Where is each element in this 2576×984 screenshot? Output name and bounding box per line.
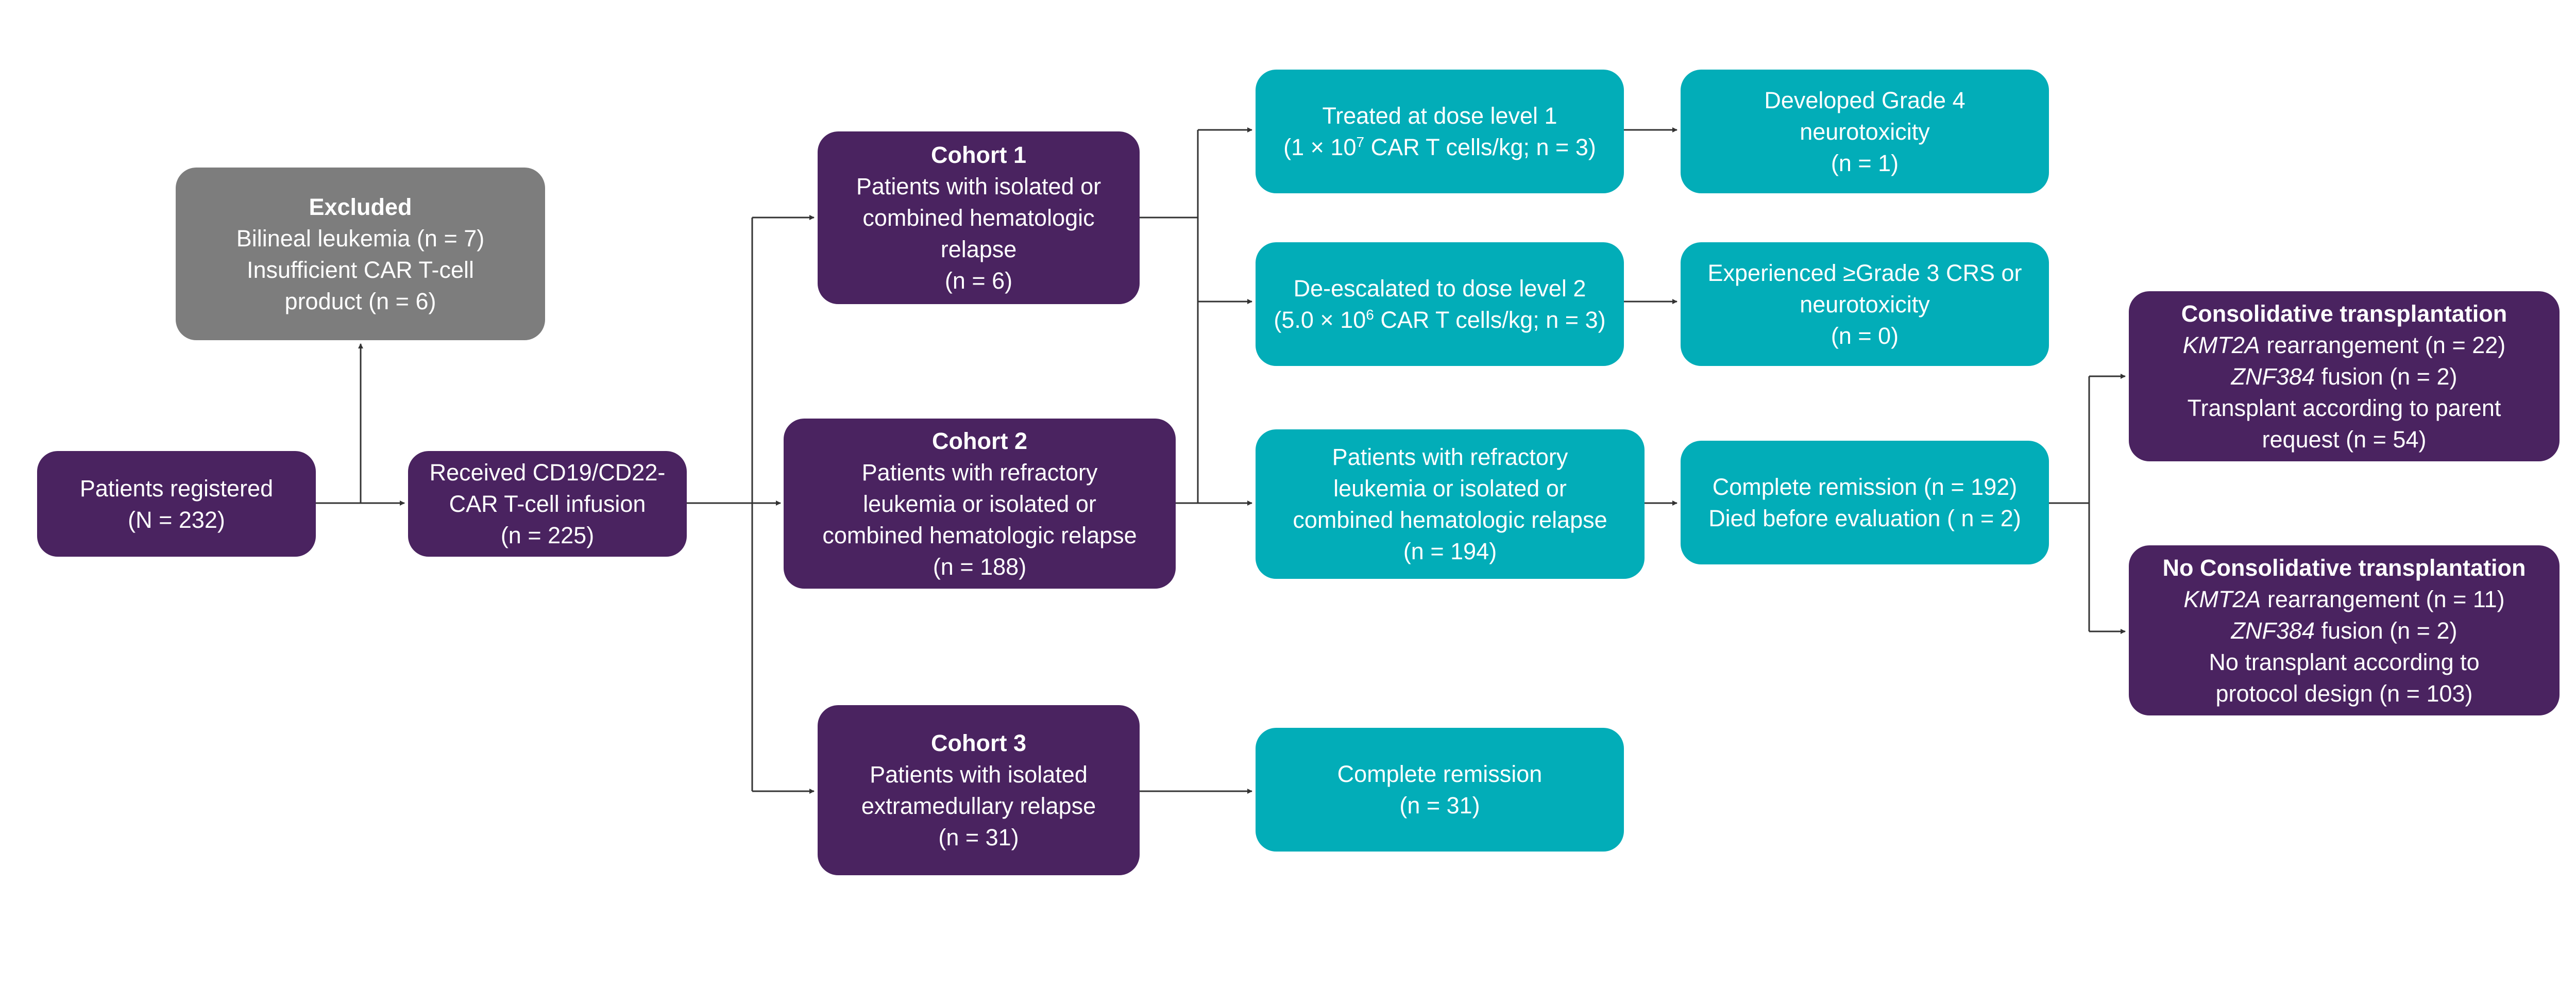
node-patients-registered: Patients registered (N = 232) <box>37 451 316 557</box>
node-cohort-1: Cohort 1 Patients with isolated or combi… <box>818 131 1140 304</box>
gene-detail: rearrangement (n = 22) <box>2260 331 2506 358</box>
node-text: Patients registered <box>79 475 274 502</box>
node-cohort-2: Cohort 2 Patients with refractory leukem… <box>784 419 1176 589</box>
node-text-znf384: ZNF384 fusion (n = 2) <box>2231 361 2458 392</box>
node-text: Insufficient CAR T-cell <box>246 256 474 283</box>
node-text-kmt2a: KMT2A rearrangement (n = 22) <box>2183 329 2506 361</box>
node-text-dose: (1 × 107 CAR T cells/kg; n = 3) <box>1283 131 1596 163</box>
node-dose-level-1: Treated at dose level 1 (1 × 107 CAR T c… <box>1256 70 1624 193</box>
node-title: Cohort 2 <box>932 427 1027 454</box>
node-car-t-infusion: Received CD19/CD22- CAR T-cell infusion … <box>408 451 687 557</box>
node-text: combined hematologic relapse <box>1293 507 1607 533</box>
dose-prefix: (1 × 10 <box>1283 134 1357 160</box>
node-text: neurotoxicity <box>1800 118 1930 145</box>
node-text: neurotoxicity <box>1800 291 1930 318</box>
node-cohort-3: Cohort 3 Patients with isolated extramed… <box>818 705 1140 875</box>
node-text: (n = 6) <box>944 268 1013 294</box>
node-text: Experienced ≥Grade 3 CRS or <box>1707 259 2022 286</box>
node-title: Cohort 1 <box>931 142 1026 168</box>
dose-suffix: CAR T cells/kg; n = 3) <box>1374 307 1606 333</box>
node-text: No transplant according to <box>2209 648 2480 675</box>
node-dose-level-2: De-escalated to dose level 2 (5.0 × 106 … <box>1256 242 1624 366</box>
gene-name: ZNF384 <box>2231 363 2315 390</box>
dose-suffix: CAR T cells/kg; n = 3) <box>1364 134 1596 160</box>
node-text: Complete remission <box>1337 761 1543 787</box>
node-text: CAR T-cell infusion <box>449 491 646 517</box>
gene-detail: fusion (n = 2) <box>2315 617 2458 644</box>
node-text: Transplant according to parent <box>2187 394 2501 421</box>
node-no-consolidative-transplantation: No Consolidative transplantation KMT2A r… <box>2129 545 2560 715</box>
node-text: De-escalated to dose level 2 <box>1293 275 1586 302</box>
node-complete-remission-31: Complete remission (n = 31) <box>1256 728 1624 852</box>
node-complete-remission-192: Complete remission (n = 192) Died before… <box>1681 441 2049 564</box>
node-text: leukemia or isolated or <box>863 490 1096 517</box>
node-text: (n = 1) <box>1831 149 1899 176</box>
node-text: leukemia or isolated or <box>1333 475 1567 502</box>
node-text: (N = 232) <box>128 506 225 533</box>
node-text: extramedullary relapse <box>861 793 1096 819</box>
dose-prefix: (5.0 × 10 <box>1274 307 1366 333</box>
node-text: (n = 31) <box>1399 792 1480 819</box>
node-text: (n = 0) <box>1831 322 1899 349</box>
node-text: Received CD19/CD22- <box>429 459 666 486</box>
node-text: Patients with refractory <box>1332 444 1568 470</box>
gene-detail: rearrangement (n = 11) <box>2261 586 2505 612</box>
node-text: request (n = 54) <box>2262 426 2427 453</box>
node-consolidative-transplantation: Consolidative transplantation KMT2A rear… <box>2129 291 2560 461</box>
dose-exponent: 7 <box>1356 134 1365 150</box>
node-grade4-neurotoxicity: Developed Grade 4 neurotoxicity (n = 1) <box>1681 70 2049 193</box>
node-text: (n = 188) <box>933 553 1027 580</box>
node-text: (n = 225) <box>500 522 595 548</box>
node-title: Consolidative transplantation <box>2181 300 2507 327</box>
node-text: relapse <box>940 236 1017 262</box>
gene-name: ZNF384 <box>2231 617 2315 644</box>
node-text: Bilineal leukemia (n = 7) <box>236 225 485 252</box>
gene-name: KMT2A <box>2182 331 2260 358</box>
node-text: Treated at dose level 1 <box>1322 103 1557 129</box>
node-text: protocol design (n = 103) <box>2215 680 2473 707</box>
node-text: Died before evaluation ( n = 2) <box>1708 505 2021 531</box>
node-text: Patients with refractory <box>861 459 1098 486</box>
node-text: combined hematologic <box>862 205 1095 231</box>
node-text: Developed Grade 4 <box>1764 87 1965 113</box>
node-title: Cohort 3 <box>931 730 1026 756</box>
gene-name: KMT2A <box>2183 586 2261 612</box>
node-text-kmt2a: KMT2A rearrangement (n = 11) <box>2183 583 2504 615</box>
node-text: Patients with isolated or <box>856 173 1101 199</box>
node-excluded: Excluded Bilineal leukemia (n = 7) Insuf… <box>176 168 545 340</box>
node-refractory-patients: Patients with refractory leukemia or iso… <box>1256 429 1645 579</box>
dose-exponent: 6 <box>1366 307 1374 323</box>
node-title: Excluded <box>309 193 412 220</box>
gene-detail: fusion (n = 2) <box>2315 363 2458 390</box>
node-text: (n = 194) <box>1403 538 1497 564</box>
node-text-znf384: ZNF384 fusion (n = 2) <box>2231 615 2458 646</box>
node-grade3-crs: Experienced ≥Grade 3 CRS or neurotoxicit… <box>1681 242 2049 366</box>
node-text-dose: (5.0 × 106 CAR T cells/kg; n = 3) <box>1274 304 1605 336</box>
node-text: product (n = 6) <box>284 288 436 314</box>
node-text: (n = 31) <box>938 824 1019 850</box>
node-text: Patients with isolated <box>870 761 1088 788</box>
node-text: Complete remission (n = 192) <box>1712 474 2018 500</box>
node-title: No Consolidative transplantation <box>2162 554 2526 581</box>
node-text: combined hematologic relapse <box>822 522 1137 548</box>
